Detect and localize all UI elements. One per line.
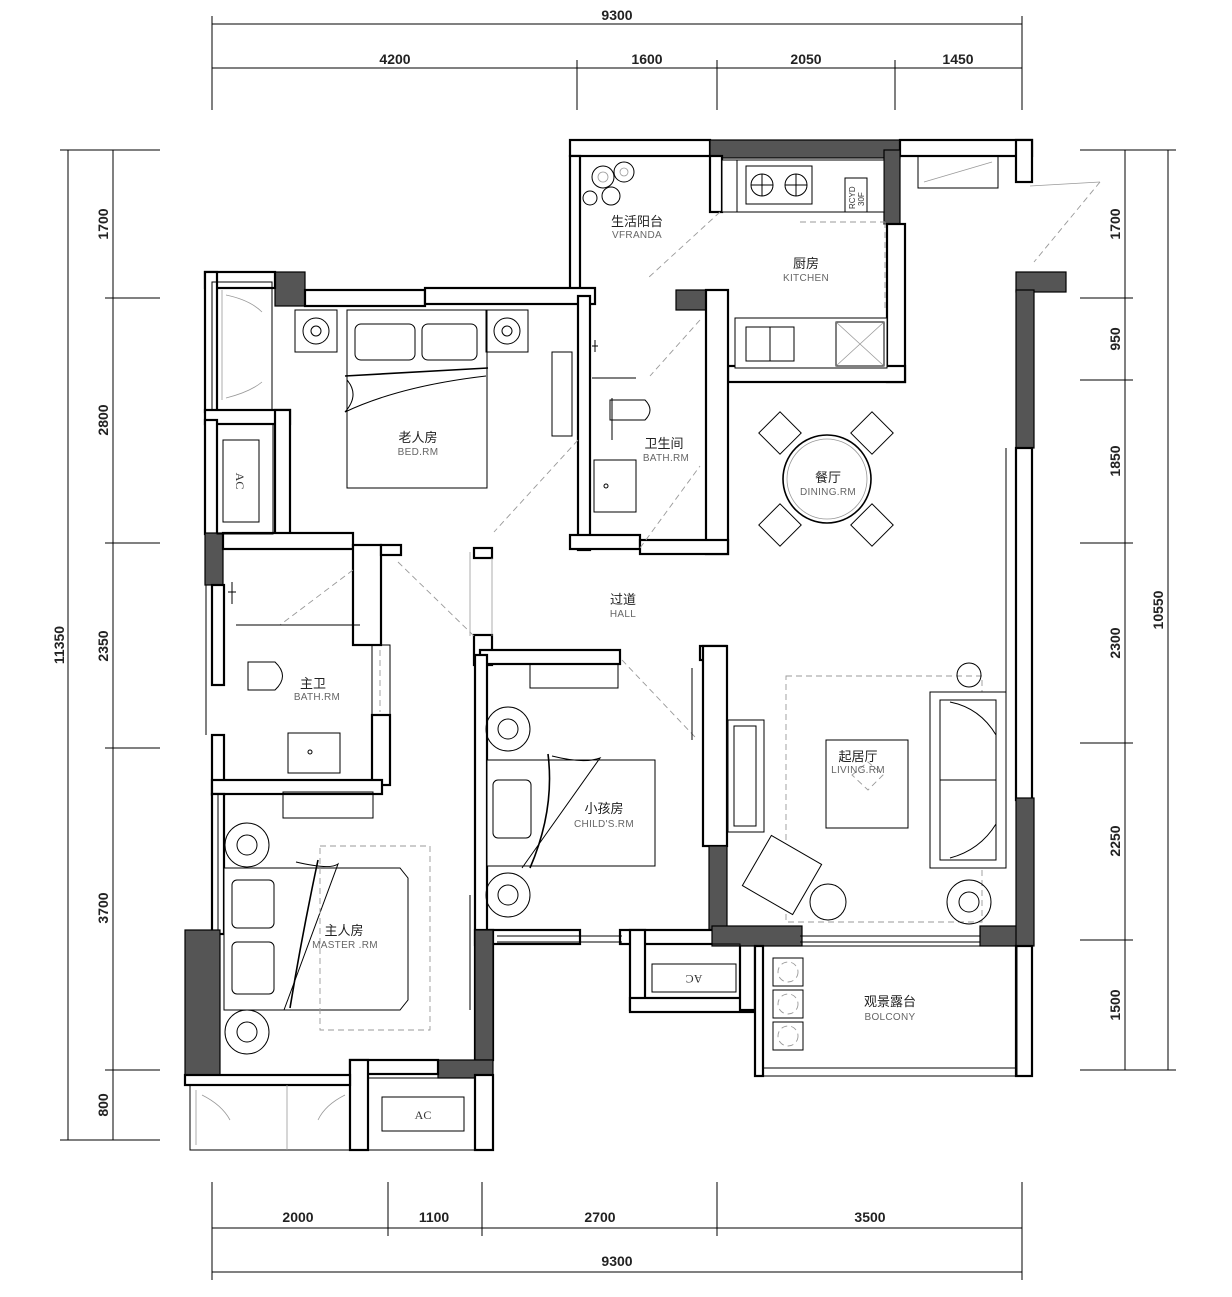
bed-icon bbox=[223, 845, 431, 1031]
furniture: RCYD 30F AC bbox=[216, 159, 1007, 1151]
dim-bottom-total: 9300 bbox=[601, 1253, 632, 1269]
kitchen-label-en: KITCHEN bbox=[783, 273, 829, 284]
desk-icon bbox=[529, 663, 619, 689]
elder-bedroom-label-cn: 老人房 bbox=[398, 430, 437, 446]
dim-right-2: 950 bbox=[1107, 327, 1123, 351]
coffee-table-icon bbox=[825, 739, 909, 829]
plant-icon bbox=[582, 161, 635, 206]
bath-sink-icon bbox=[593, 459, 637, 513]
dim-bottom-3: 2700 bbox=[584, 1209, 615, 1225]
hall-label-cn: 过道 bbox=[610, 593, 636, 608]
shower-icon bbox=[228, 582, 236, 604]
balcony-label-en: BOLCONY bbox=[864, 1012, 915, 1023]
toilet-icon bbox=[247, 661, 283, 691]
armchair-icon bbox=[741, 834, 823, 916]
tv-cabinet-icon bbox=[727, 719, 765, 833]
nightstand-icon bbox=[294, 309, 529, 353]
master-bedroom-label-en: MASTER .RM bbox=[312, 940, 378, 951]
toilet-icon bbox=[609, 399, 651, 421]
dimension-text: 9300 4200 1600 2050 1450 2000 1100 2700 … bbox=[51, 7, 1166, 1269]
living-label-cn: 起居厅 bbox=[838, 750, 877, 765]
dim-right-5: 2250 bbox=[1107, 825, 1123, 856]
dim-left-1: 1700 bbox=[95, 208, 111, 239]
dim-right-1: 1700 bbox=[1107, 208, 1123, 239]
fridge-sub-label: 30F bbox=[857, 192, 866, 206]
elder-bedroom-label-en: BED.RM bbox=[398, 447, 439, 458]
balcony-label-cn: 观景露台 bbox=[864, 995, 916, 1010]
kitchen-label-cn: 厨房 bbox=[793, 256, 819, 272]
child-room-label-cn: 小孩房 bbox=[584, 801, 623, 817]
dim-left-4: 3700 bbox=[95, 892, 111, 923]
dresser-icon bbox=[282, 791, 374, 819]
bath-sink-icon bbox=[287, 732, 341, 774]
dimension-lines bbox=[60, 16, 1176, 1280]
dim-left-total: 11350 bbox=[51, 626, 67, 664]
walls bbox=[183, 138, 1067, 1152]
bathroom-label-cn: 卫生间 bbox=[644, 437, 683, 452]
dim-top-4: 1450 bbox=[942, 51, 973, 67]
veranda-label-cn: 生活阳台 bbox=[611, 215, 663, 230]
faucet-icon bbox=[592, 340, 598, 352]
dim-bottom-2: 1100 bbox=[419, 1209, 450, 1225]
dim-top-1: 4200 bbox=[379, 51, 410, 67]
bathroom-label-en: BATH.RM bbox=[643, 453, 689, 464]
dim-right-3: 1850 bbox=[1107, 445, 1123, 476]
dim-left-2: 2800 bbox=[95, 404, 111, 435]
dim-right-total: 10550 bbox=[1150, 590, 1166, 629]
master-bath-label-en: BATH.RM bbox=[294, 692, 340, 703]
nightstand-icon bbox=[485, 706, 531, 918]
living-label-en: LIVING.RM bbox=[831, 765, 885, 776]
ac-label-1: AC bbox=[233, 473, 247, 490]
master-bath-label-cn: 主卫 bbox=[300, 677, 326, 692]
dim-bottom-1: 2000 bbox=[282, 1209, 313, 1225]
child-room-label-en: CHILD'S.RM bbox=[574, 819, 634, 830]
ac-label-3: AC bbox=[686, 972, 703, 986]
nightstand-icon bbox=[224, 822, 270, 1055]
fridge-label: RCYD bbox=[848, 186, 857, 209]
dim-left-5: 800 bbox=[95, 1093, 111, 1117]
ac-label-2: AC bbox=[415, 1108, 432, 1122]
veranda-label-en: VFRANDA bbox=[612, 230, 662, 241]
dim-bottom-4: 3500 bbox=[854, 1209, 885, 1225]
dining-table-icon bbox=[758, 411, 894, 547]
bed-icon bbox=[486, 753, 656, 869]
master-bedroom-label-cn: 主人房 bbox=[324, 923, 363, 939]
hall-label-en: HALL bbox=[610, 609, 636, 620]
planter-icon bbox=[772, 957, 804, 1051]
room-labels: 生活阳台 VFRANDA 厨房 KITCHEN 老人房 BED.RM 卫生间 B… bbox=[294, 215, 916, 1023]
wardrobe-icon bbox=[551, 351, 573, 437]
dining-label-en: DINING.RM bbox=[800, 487, 856, 498]
dim-right-4: 2300 bbox=[1107, 627, 1123, 658]
dim-right-6: 1500 bbox=[1107, 989, 1123, 1020]
bed-icon bbox=[344, 309, 489, 489]
dim-top-3: 2050 bbox=[790, 51, 821, 67]
dim-left-3: 2350 bbox=[95, 630, 111, 661]
dining-label-cn: 餐厅 bbox=[815, 470, 841, 486]
windows-doors bbox=[189, 155, 1101, 1151]
sofa-icon bbox=[929, 691, 1007, 869]
dim-top-total: 9300 bbox=[601, 7, 632, 23]
dim-top-2: 1600 bbox=[631, 51, 662, 67]
